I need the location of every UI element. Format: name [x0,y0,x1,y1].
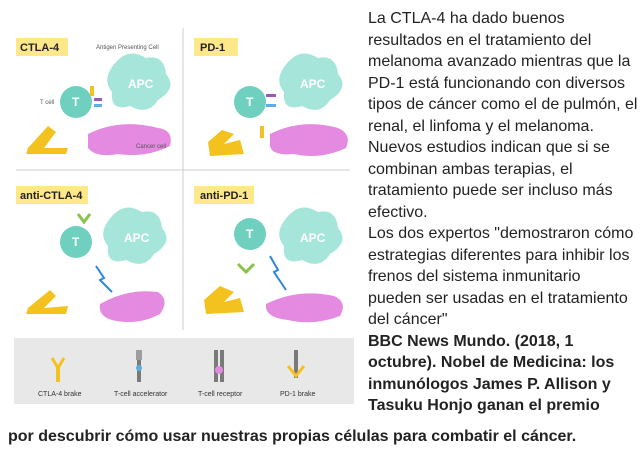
panel-pd1: PD-1 APC T [194,38,348,156]
legend-label: T-cell accelerator [114,391,168,398]
t-cell-receptor-icon [214,350,218,382]
panel-title: PD-1 [200,42,225,54]
apc-cell [279,207,343,264]
apc-label: Antigen Presenting Cell [96,45,159,51]
panel-title: CTLA-4 [20,42,60,54]
signal-arrow [95,265,113,293]
receptor [94,98,102,101]
apc-cell [279,53,343,110]
legend-label: CTLA-4 brake [38,391,82,398]
panel-title-bg [16,38,68,56]
receptor [266,94,276,97]
legend-label: PD-1 brake [280,391,316,398]
legend: CTLA-4 brake T-cell accelerator T-cell r… [14,338,354,404]
panel-title-bg [194,186,254,204]
pd1-receptor [260,126,264,138]
antibody [236,262,256,275]
yellow-cell [26,126,68,154]
panel-title: anti-CTLA-4 [20,190,83,202]
panel-ctla4: CTLA-4 Antigen Presenting Cell APC T T c… [16,38,171,156]
paragraph-experts-quote: Los dos expertos "demostraron cómo estra… [368,225,634,328]
t-cell [60,86,92,118]
paragraph-ctla4-pd1: La CTLA-4 ha dado buenos resultados en e… [368,10,638,221]
t-cell-label: T cell [40,100,54,106]
apc-letter: APC [300,77,326,91]
panel-title: anti-PD-1 [200,190,248,202]
cancer-cell [266,293,343,323]
article-text: La CTLA-4 ha dado buenos resultados en e… [368,8,638,417]
t-letter: T [246,95,254,109]
t-letter: T [246,227,254,241]
panel-anti-ctla4: anti-CTLA-4 APC T [16,186,167,322]
t-letter: T [72,95,80,109]
receptor-dot [215,366,223,374]
t-cell-receptor-icon-2 [220,350,224,382]
apc-letter: APC [124,231,150,245]
panel-title-bg [16,186,88,204]
cancer-cell [270,124,348,156]
ctla4-brake-stem [56,368,60,382]
receptor [266,104,276,107]
yellow-cell [26,290,68,314]
citation-start: BBC News Mundo. (2018, 1 octubre). Nobel… [368,332,615,415]
accelerator-head [136,350,142,360]
citation-end: por descubrir cómo usar nuestras propias… [8,428,577,445]
cancer-cell [99,291,165,322]
t-cell [60,226,92,258]
signal-arrow [269,255,287,291]
pd1-brake-icon [294,350,298,378]
yellow-cell [208,130,244,156]
panel-anti-pd1: anti-PD-1 APC T [194,186,343,323]
apc-cell [107,53,171,110]
ctla4-receptor [90,86,94,96]
antibody [76,213,92,225]
yellow-cell [204,286,244,314]
apc-cell [103,207,167,264]
immunotherapy-diagram: CTLA-4 Antigen Presenting Cell APC T T c… [14,28,354,404]
legend-label: T-cell receptor [198,391,243,398]
t-cell [234,86,266,118]
apc-letter: APC [128,77,154,91]
cancer-cell-label: Cancer cell [136,144,166,150]
cancer-cell [88,124,171,156]
receptor [94,104,102,107]
panel-title-bg [194,38,238,56]
apc-letter: APC [300,231,326,245]
pd1-brake-head [286,365,306,379]
accelerator-dot [136,365,142,371]
t-letter: T [72,235,80,249]
t-cell [234,218,266,250]
